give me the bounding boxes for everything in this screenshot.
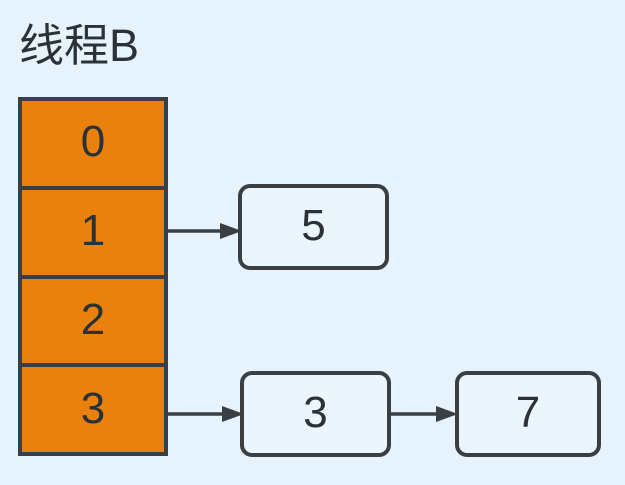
list-node-5[interactable]: 5 <box>238 184 389 270</box>
bucket-index-label: 2 <box>80 294 106 344</box>
list-node-7[interactable]: 7 <box>455 371 601 457</box>
list-node-3[interactable]: 3 <box>240 371 391 457</box>
node-value-label: 3 <box>303 388 328 437</box>
arrow-node3-to-node7 <box>388 406 458 422</box>
bucket-row-1[interactable]: 1 <box>22 189 164 279</box>
page-title: 线程B <box>19 20 140 71</box>
node-value-label: 5 <box>301 201 326 250</box>
bucket-index-label: 3 <box>80 383 106 433</box>
bucket-row-2[interactable]: 2 <box>22 278 164 368</box>
bucket-row-0[interactable]: 0 <box>22 101 164 190</box>
arrow-bucket1-to-node5 <box>166 223 242 239</box>
hash-bucket-array: 0 1 2 3 <box>18 97 168 456</box>
bucket-index-label: 1 <box>80 206 106 256</box>
arrow-bucket3-to-node3 <box>166 406 244 422</box>
node-value-label: 7 <box>515 388 541 437</box>
bucket-row-3[interactable]: 3 <box>22 367 164 452</box>
bucket-index-label: 0 <box>80 117 106 167</box>
